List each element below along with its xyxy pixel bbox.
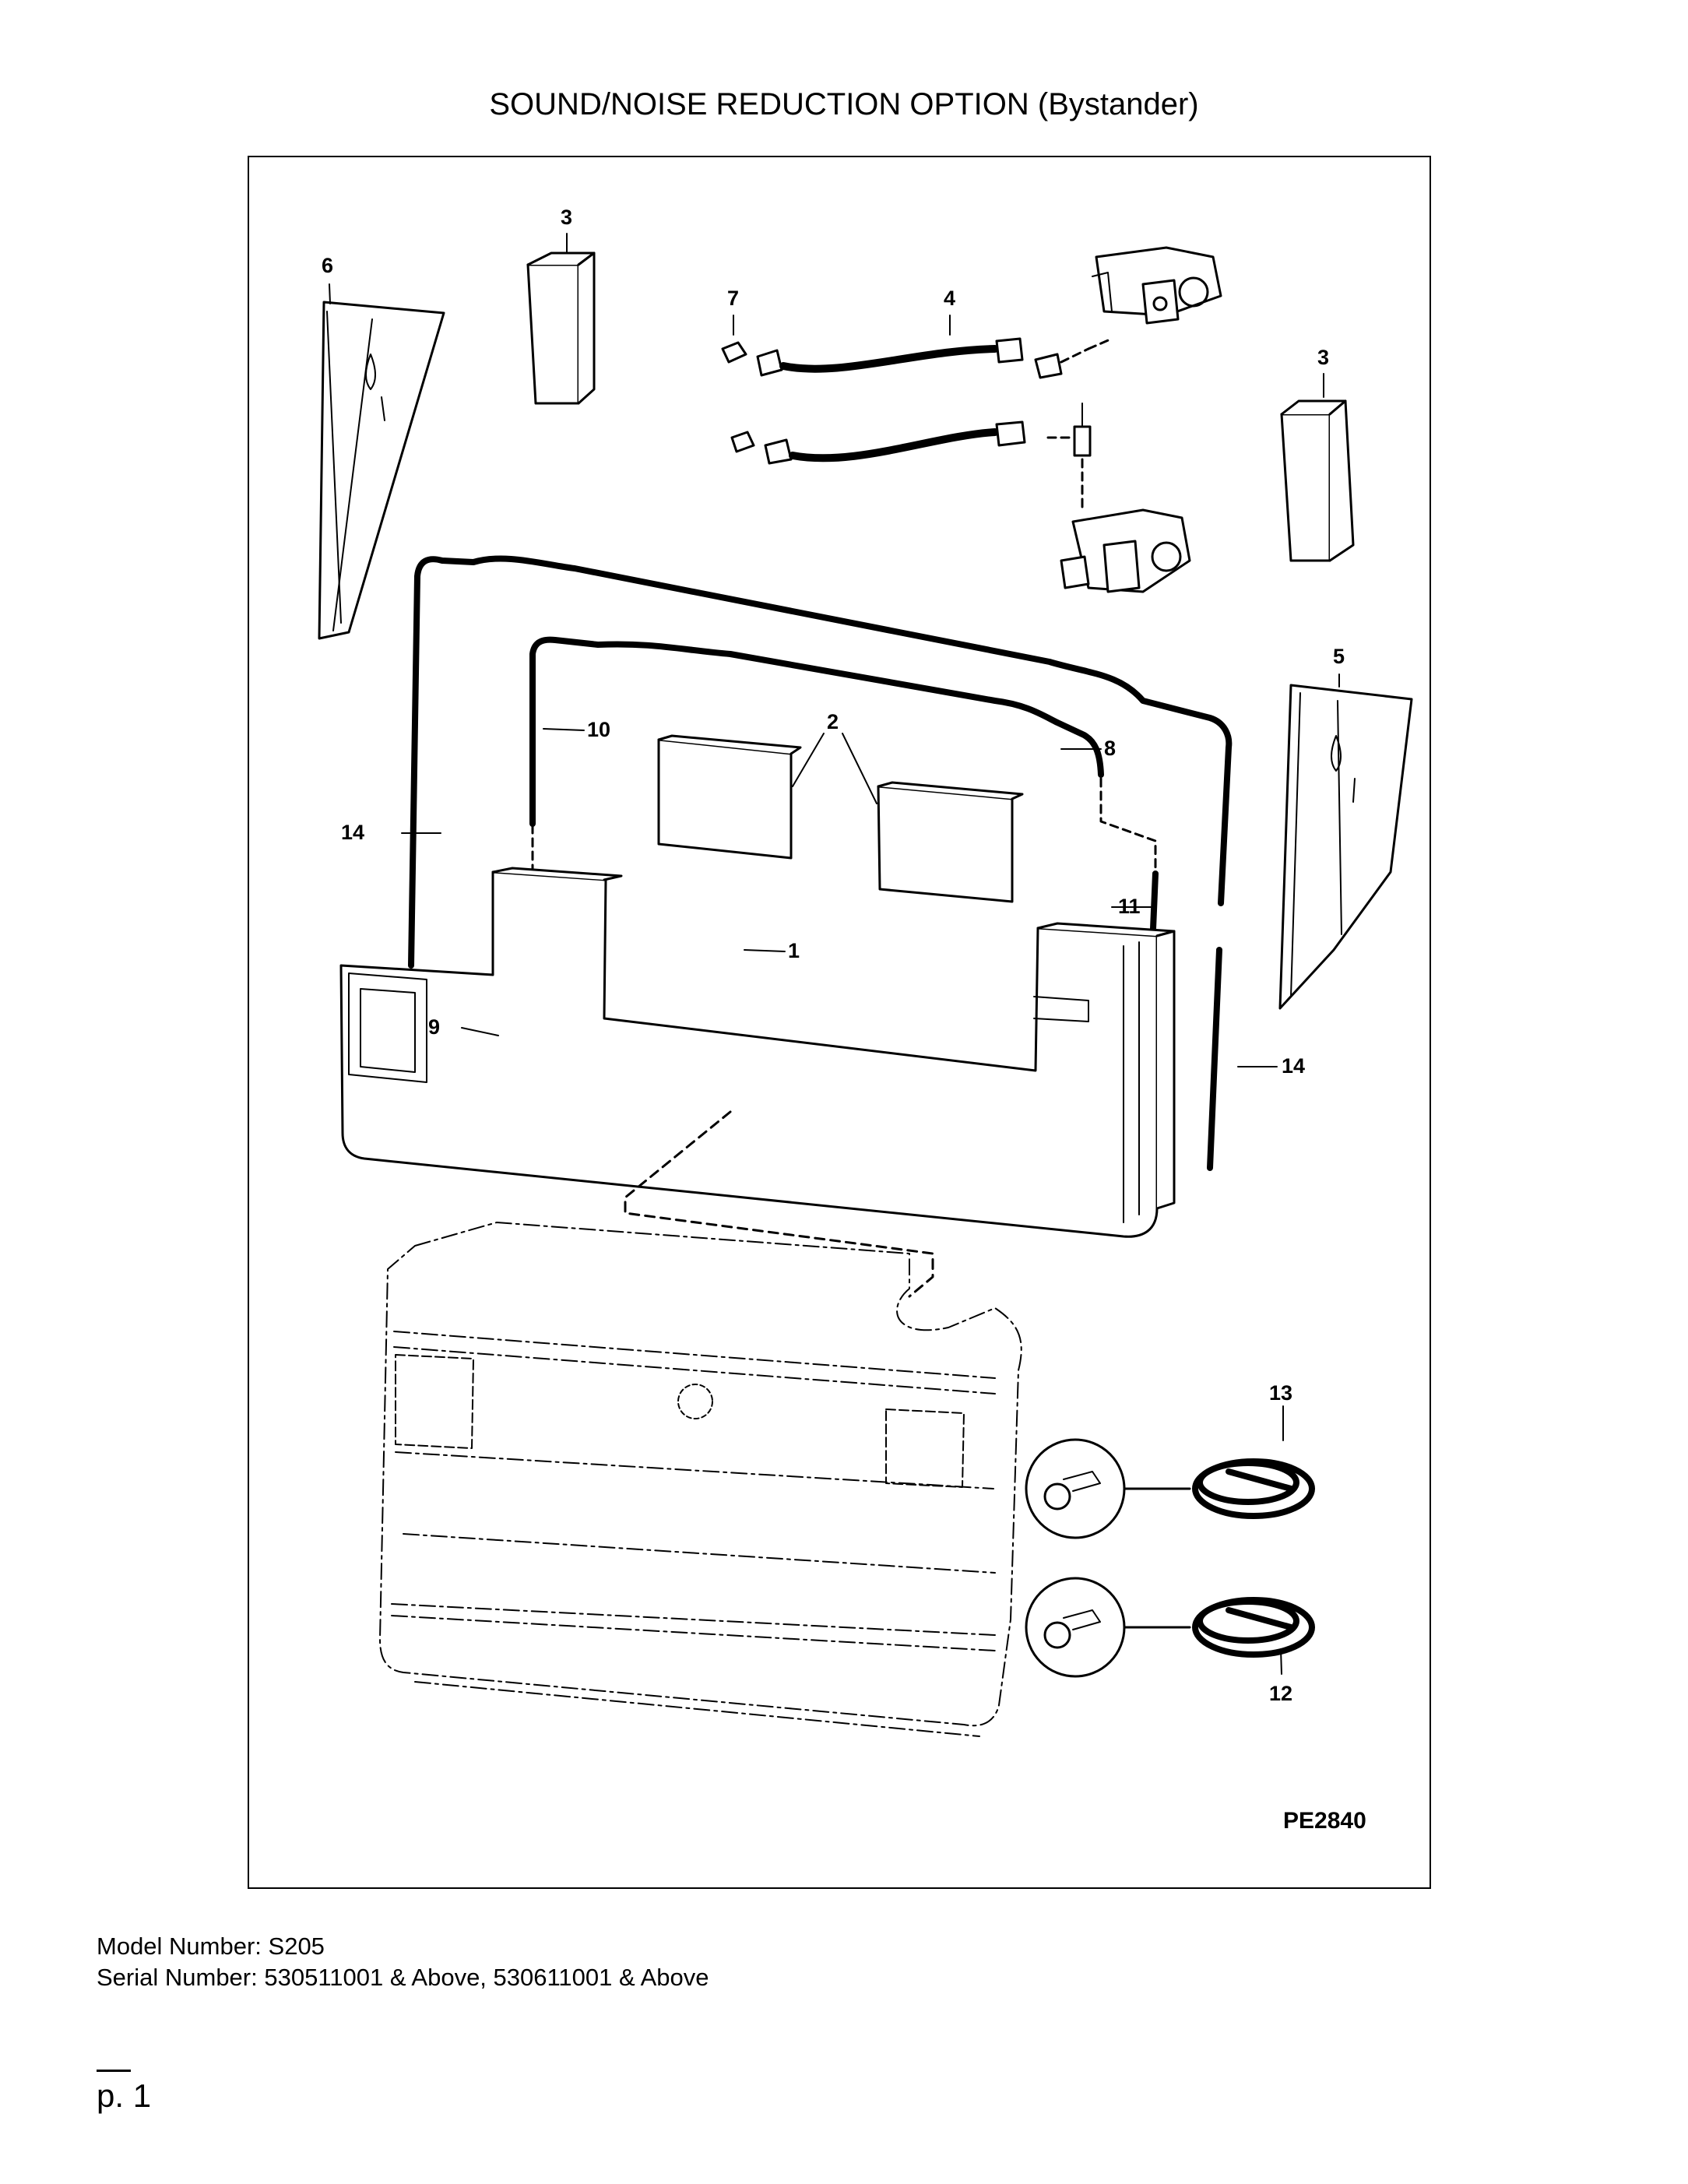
callout-14-right: 14: [1282, 1054, 1305, 1078]
diagram-frame: [248, 156, 1431, 1889]
callout-3-right: 3: [1317, 346, 1329, 369]
callout-4: 4: [944, 287, 955, 310]
callout-12: 12: [1269, 1682, 1292, 1705]
hose-assembly-lower: [730, 403, 1092, 512]
seal-strip-inner: [529, 636, 1104, 827]
side-panel-left: [318, 301, 445, 640]
footer-model-number: Model Number: S205: [97, 1933, 325, 1960]
callout-8: 8: [1104, 737, 1116, 760]
exploded-parts-diagram: 6 3 3 7 4 5 10 8 2 14 11 1 9 14 13 12 PE…: [318, 206, 1413, 1834]
callout-1: 1: [788, 939, 800, 962]
page-divider: [97, 2070, 131, 2072]
callout-7: 7: [727, 287, 739, 310]
cab-rear-wall-outline: [379, 1222, 1022, 1737]
coiled-hose-13: [1192, 1458, 1315, 1519]
seal-strip-right-short: [1207, 947, 1222, 1171]
hydraulic-pump-upper: [1092, 246, 1222, 325]
callout-3-left: 3: [561, 206, 572, 229]
callout-14-left: 14: [341, 821, 364, 844]
callout-13: 13: [1269, 1381, 1292, 1405]
drawing-code: PE2840: [1283, 1808, 1366, 1834]
side-panel-right: [1278, 684, 1413, 1010]
panel-to-cab-dashed-line: [624, 1110, 934, 1298]
foam-pad-right: [877, 781, 1024, 903]
seal-strip-outer: [408, 555, 1233, 969]
foam-block-right: [1280, 399, 1355, 562]
callout-6: 6: [322, 254, 333, 277]
hydraulic-pump-lower: [1060, 508, 1191, 593]
page-number: p. 1: [97, 2077, 152, 2114]
callout-leaders: [329, 233, 1340, 1675]
callout-9: 9: [428, 1015, 440, 1039]
page-title: SOUND/NOISE REDUCTION OPTION (Bystander): [489, 87, 1199, 121]
callout-10: 10: [587, 718, 610, 741]
callout-5: 5: [1333, 645, 1345, 668]
footer-serial-number: Serial Number: 530511001 & Above, 530611…: [97, 1964, 709, 1991]
foam-pad-left: [657, 734, 802, 860]
callout-2: 2: [827, 710, 839, 733]
detail-circle-12: [1025, 1577, 1191, 1678]
hose-assembly-upper: [721, 337, 1113, 379]
coiled-hose-12: [1192, 1597, 1315, 1658]
detail-circle-13: [1025, 1438, 1191, 1539]
foam-block-upper-left: [526, 251, 596, 405]
foam-panel-main: [339, 867, 1176, 1238]
callout-11: 11: [1118, 895, 1141, 918]
